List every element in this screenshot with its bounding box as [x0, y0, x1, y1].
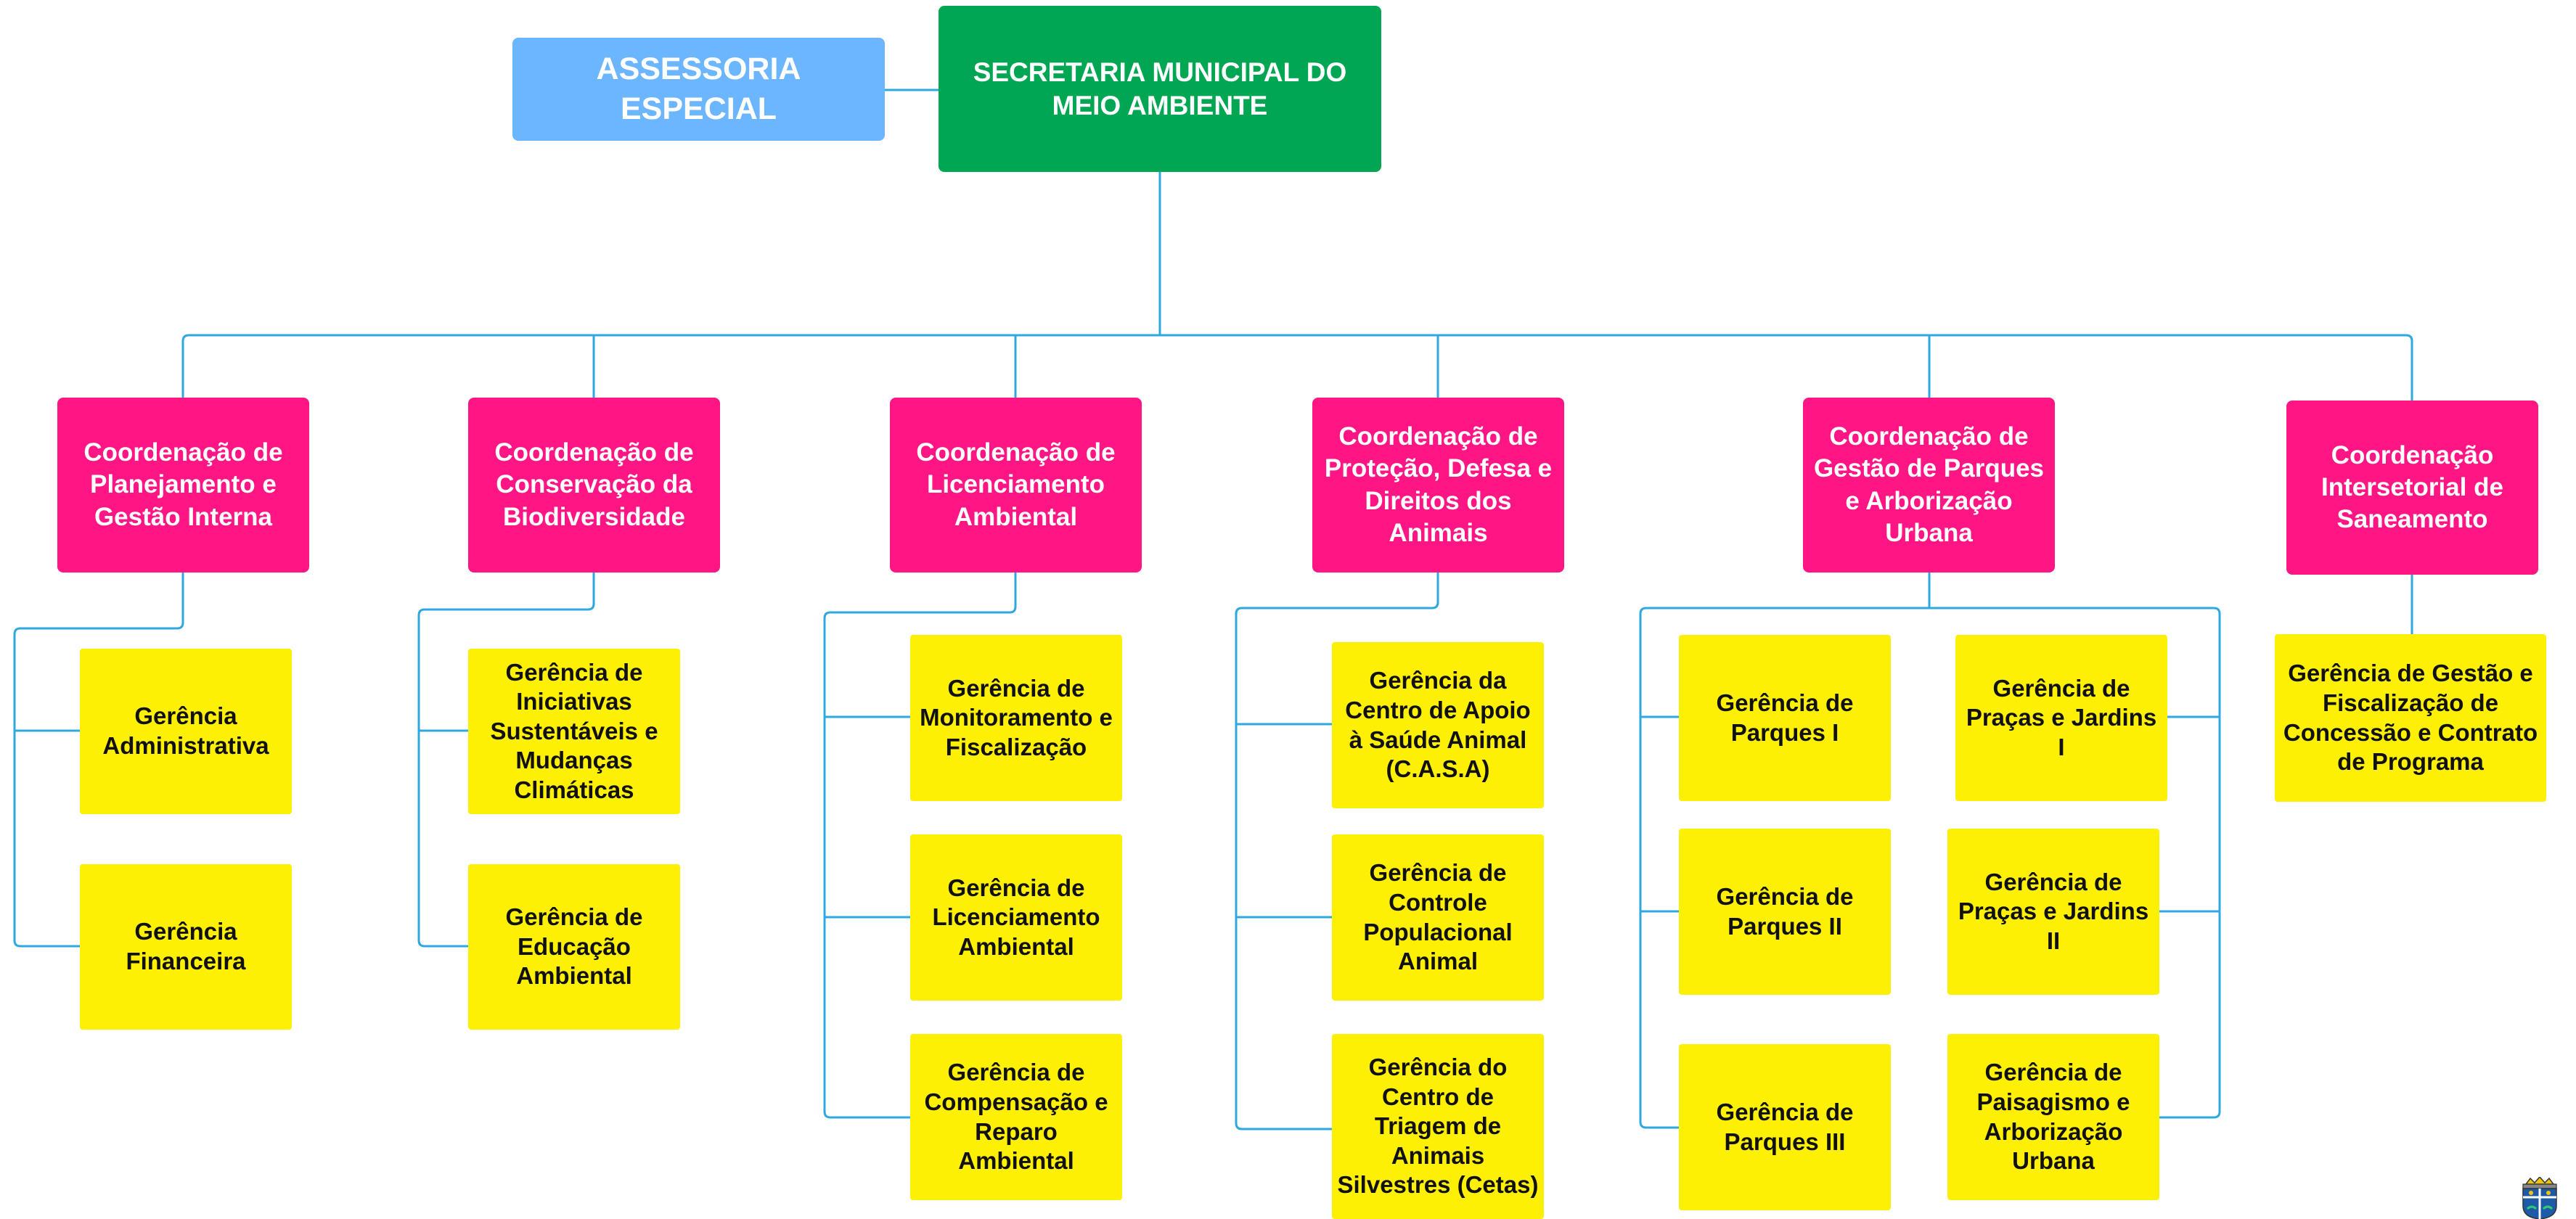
coordenacao-saneamento-box: Coordenação Intersetorial de Saneamento — [2286, 401, 2538, 575]
municipal-crest-logo — [2522, 1177, 2557, 1219]
coordenacao-licenciamento-box: Coordenação de Licenciamento Ambiental — [890, 398, 1142, 572]
gerencia-monitoramento-box: Gerência de Monitoramento e Fiscalização — [910, 635, 1122, 801]
gerencia-parques-ii-box: Gerência de Parques II — [1679, 829, 1891, 995]
coordenacao-planejamento-box: Coordenação de Planejamento e Gestão Int… — [57, 398, 309, 572]
gerencia-label: Gerência Financeira — [126, 918, 246, 974]
gerencia-educacao-ambiental-box: Gerência de Educação Ambiental — [468, 864, 680, 1030]
secretaria-label: SECRETARIA MUNICIPAL DO MEIO AMBIENTE — [973, 57, 1347, 120]
gerencia-label: Gerência de Parques I — [1716, 689, 1854, 746]
assessoria-especial-box: ASSESSORIA ESPECIAL — [512, 38, 885, 141]
connector-bus — [181, 334, 2413, 401]
gerencia-parques-iii-box: Gerência de Parques III — [1679, 1044, 1891, 1210]
connector-coord1-group — [13, 572, 184, 948]
gerencia-label: Gerência Administrativa — [102, 702, 269, 759]
coordenacao-label: Coordenação Intersetorial de Saneamento — [2321, 440, 2503, 534]
gerencia-pracas-jardins-ii-box: Gerência de Praças e Jardins II — [1947, 829, 2159, 995]
gerencia-label: Gerência de Praças e Jardins II — [1958, 868, 2149, 954]
gerencia-concessao-contrato-box: Gerência de Gestão e Fiscalização de Con… — [2275, 634, 2546, 802]
gerencia-administrativa-box: Gerência Administrativa — [80, 649, 292, 814]
gerencia-label: Gerência do Centro de Triagem de Animais… — [1337, 1054, 1539, 1199]
coordenacao-label: Coordenação de Proteção, Defesa e Direit… — [1324, 422, 1553, 547]
coordenacao-label: Coordenação de Planejamento e Gestão Int… — [83, 438, 283, 531]
gerencia-label: Gerência de Monitoramento e Fiscalização — [920, 674, 1113, 760]
gerencia-controle-populacional-box: Gerência de Controle Populacional Animal — [1332, 834, 1544, 1001]
gerencia-financeira-box: Gerência Financeira — [80, 864, 292, 1030]
coordenacao-label: Coordenação de Licenciamento Ambiental — [916, 438, 1116, 531]
coordenacao-conservacao-box: Coordenação de Conservação da Biodiversi… — [468, 398, 720, 572]
gerencia-label: Gerência de Gestão e Fiscalização de Con… — [2283, 660, 2538, 776]
coordenacao-animais-box: Coordenação de Proteção, Defesa e Direit… — [1312, 398, 1564, 572]
connector-coord4-group — [1235, 572, 1439, 1130]
gerencia-label: Gerência de Licenciamento Ambiental — [932, 874, 1100, 960]
gerencia-paisagismo-box: Gerência de Paisagismo e Arborização Urb… — [1947, 1034, 2159, 1200]
gerencia-label: Gerência de Educação Ambiental — [505, 903, 643, 990]
gerencia-casa-box: Gerência da Centro de Apoio à Saúde Anim… — [1332, 642, 1544, 808]
gerencia-parques-i-box: Gerência de Parques I — [1679, 635, 1891, 801]
gerencia-label: Gerência de Controle Populacional Animal — [1363, 859, 1513, 975]
gerencia-pracas-jardins-i-box: Gerência de Praças e Jardins I — [1955, 635, 2167, 801]
gerencia-iniciativas-sustentaveis-box: Gerência de Iniciativas Sustentáveis e M… — [468, 649, 680, 814]
gerencia-label: Gerência de Parques II — [1716, 882, 1854, 940]
assessoria-especial-label: ASSESSORIA ESPECIAL — [596, 51, 801, 126]
coordenacao-label: Coordenação de Conservação da Biodiversi… — [494, 438, 694, 531]
coordenacao-parques-box: Coordenação de Gestão de Parques e Arbor… — [1803, 398, 2055, 572]
connector-coord5-group — [1639, 572, 1931, 1129]
gerencia-label: Gerência de Iniciativas Sustentáveis e M… — [490, 658, 658, 803]
gerencia-label: Gerência da Centro de Apoio à Saúde Anim… — [1345, 667, 1531, 783]
gerencia-cetas-box: Gerência do Centro de Triagem de Animais… — [1332, 1034, 1544, 1219]
gerencia-label: Gerência de Praças e Jardins I — [1966, 674, 2157, 760]
connector-coord3-group — [823, 572, 1017, 1119]
gerencia-label: Gerência de Parques III — [1716, 1098, 1854, 1155]
gerencia-label: Gerência de Paisagismo e Arborização Urb… — [1976, 1059, 2130, 1175]
coordenacao-label: Coordenação de Gestão de Parques e Arbor… — [1813, 422, 2045, 547]
secretaria-box: SECRETARIA MUNICIPAL DO MEIO AMBIENTE — [939, 6, 1381, 172]
gerencia-licenciamento-box: Gerência de Licenciamento Ambiental — [910, 834, 1122, 1001]
connector-coord2-group — [417, 572, 595, 948]
gerencia-compensacao-box: Gerência de Compensação e Reparo Ambient… — [910, 1034, 1122, 1200]
gerencia-label: Gerência de Compensação e Reparo Ambient… — [924, 1059, 1108, 1175]
